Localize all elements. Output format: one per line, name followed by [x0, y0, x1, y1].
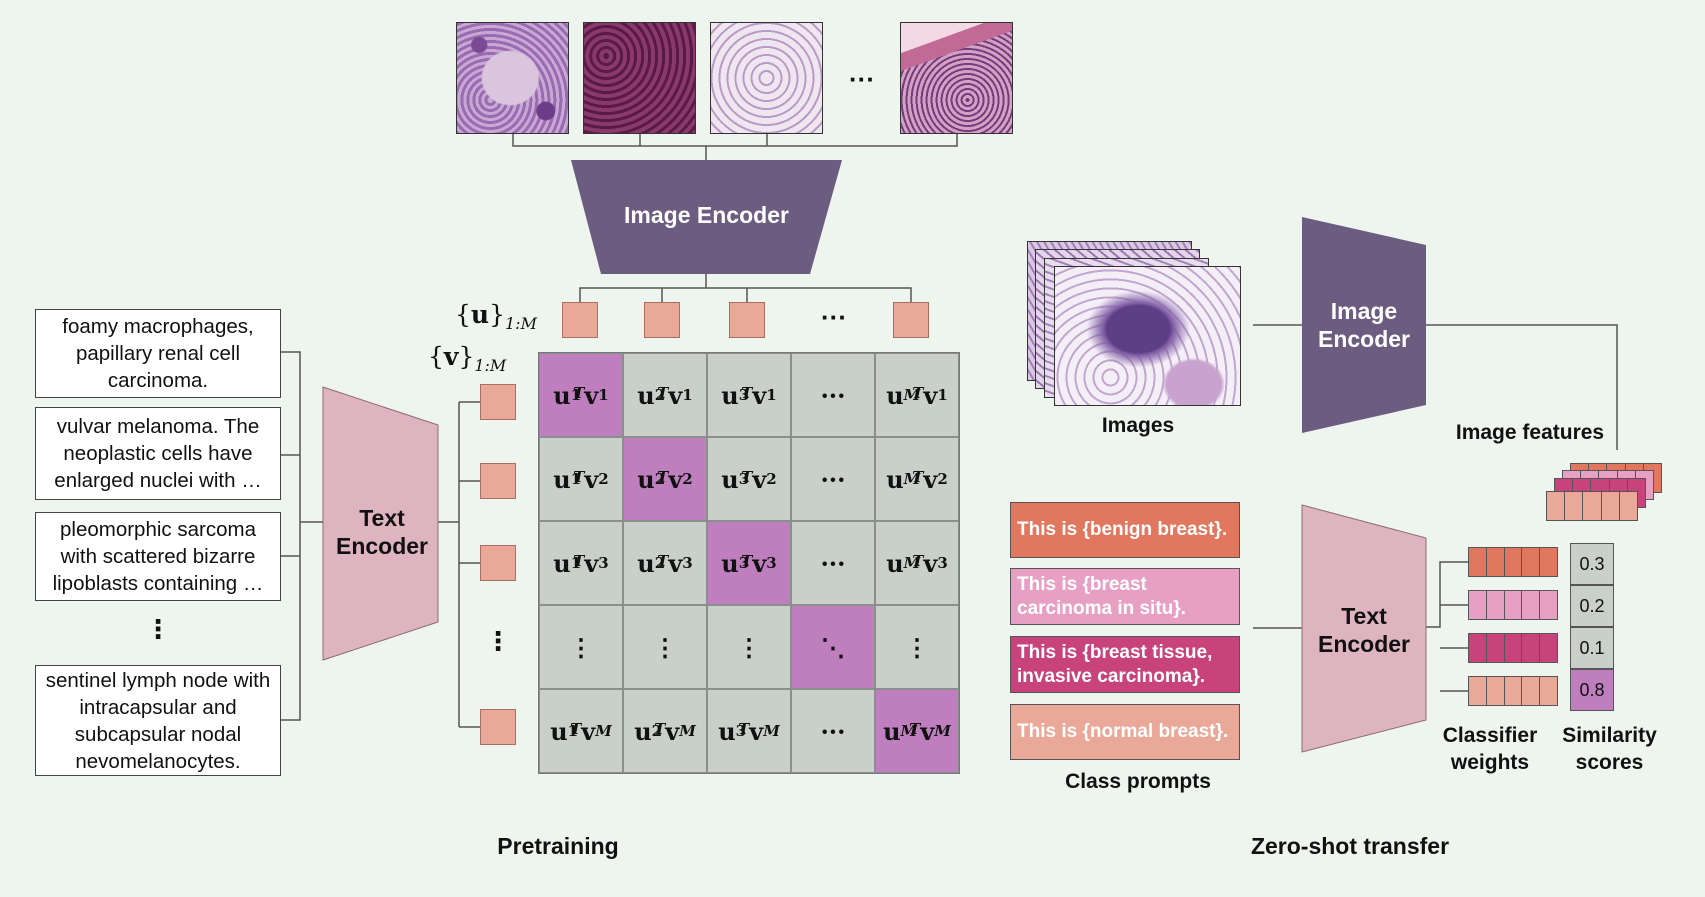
image-features-label: Image features — [1455, 421, 1605, 444]
v-set-label: {v}1:M — [428, 342, 507, 375]
u-embedding-ellipsis: ··· — [821, 302, 847, 332]
class-prompt-benign: This is {benign breast}. — [1010, 502, 1240, 558]
class-prompt-normal: This is {normal breast}. — [1010, 704, 1240, 760]
text-sample-4: sentinel lymph node with intracapsular a… — [35, 665, 281, 776]
images-label: Images — [1101, 414, 1175, 437]
u-embedding-m — [893, 302, 929, 338]
v-embedding-3 — [480, 545, 516, 581]
histology-patch-3 — [710, 22, 823, 134]
classifier-weight-bar-3 — [1468, 633, 1558, 663]
v-embedding-1 — [480, 384, 516, 420]
matrix-cell-r4-c3: ⋮ — [707, 605, 791, 689]
pretraining-caption: Pretraining — [497, 833, 619, 859]
classifier-weight-bar-1 — [1468, 547, 1558, 577]
similarity-scores-label: Similarity scores — [1562, 724, 1657, 774]
image-encoder-label: Image Encoder — [624, 202, 789, 228]
class-prompt-invasive: This is {breast tissue, invasive carcino… — [1010, 636, 1240, 693]
classifier-weight-bar-2 — [1468, 590, 1558, 620]
matrix-cell-r1-c4: ··· — [791, 353, 875, 437]
zs-text-encoder-label: Text Encoder — [1317, 603, 1411, 657]
zs-image-encoder-shape — [1302, 217, 1426, 433]
u-set-label: {u}1:M — [455, 300, 537, 333]
matrix-cell-r4-c2: ⋮ — [623, 605, 707, 689]
v-embedding-m — [480, 709, 516, 745]
text-sample-3: pleomorphic sarcoma with scattered bizar… — [35, 512, 281, 601]
classifier-weights-label: Classifier weights — [1442, 724, 1538, 774]
u-embedding-1 — [562, 302, 598, 338]
classifier-weight-bar-4 — [1468, 676, 1558, 706]
v-embedding-2 — [480, 463, 516, 499]
histology-patch-4 — [900, 22, 1013, 134]
similarity-score-4: 0.8 — [1570, 669, 1614, 711]
text-samples-ellipsis: ⋮ — [145, 614, 171, 644]
similarity-score-2: 0.2 — [1570, 585, 1614, 627]
zs-text-encoder-shape — [1301, 504, 1427, 753]
u-embedding-3 — [729, 302, 765, 338]
text-sample-2: vulvar melanoma. The neoplastic cells ha… — [35, 407, 281, 500]
u-embedding-2 — [644, 302, 680, 338]
patches-ellipsis: ··· — [849, 64, 875, 94]
zs-image-encoder-label: Image Encoder — [1317, 298, 1411, 352]
matrix-cell-r5-c4: ··· — [791, 689, 875, 773]
text-encoder-label: Text Encoder — [335, 505, 429, 559]
text-encoder-shape — [322, 386, 439, 661]
class-prompt-insitu: This is {breast carcinoma in situ}. — [1010, 568, 1240, 625]
v-embedding-ellipsis: ⋮ — [485, 626, 511, 656]
text-sample-1: foamy macrophages, papillary renal cell … — [35, 309, 281, 398]
histology-patch-1 — [456, 22, 569, 134]
similarity-score-3: 0.1 — [1570, 627, 1614, 669]
class-prompts-label: Class prompts — [1065, 770, 1211, 793]
histology-patch-2 — [583, 22, 696, 134]
matrix-cell-r3-c4: ··· — [791, 521, 875, 605]
matrix-cell-r2-c4: ··· — [791, 437, 875, 521]
matrix-cell-r4-c1: ⋮ — [539, 605, 623, 689]
image-encoder-shape — [571, 160, 842, 274]
similarity-score-1: 0.3 — [1570, 543, 1614, 585]
zero-shot-caption: Zero-shot transfer — [1250, 833, 1450, 859]
matrix-cell-r4-c4: ⋱ — [791, 605, 875, 689]
image-feature-bar-front — [1546, 491, 1638, 521]
image-stack-front — [1054, 266, 1241, 406]
matrix-cell-r4-c5: ⋮ — [875, 605, 959, 689]
